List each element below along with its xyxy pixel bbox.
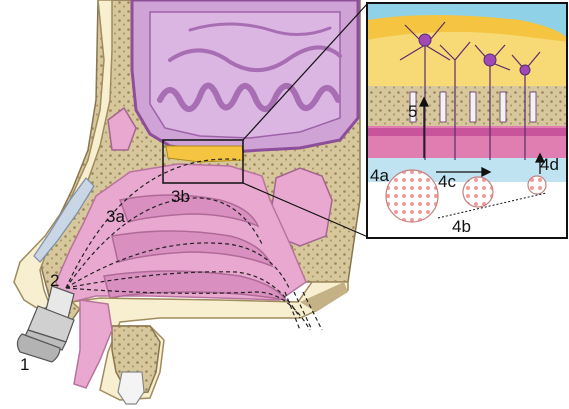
brain [132, 0, 358, 152]
label-path-a: 3a [106, 207, 125, 226]
label-nozzle-tip: 2 [50, 271, 59, 290]
label-transport-d: 4d [540, 155, 559, 174]
nanoparticle-icon [528, 176, 546, 194]
label-device: 1 [20, 355, 29, 374]
label-neuron-route: 5 [408, 102, 417, 121]
label-transport-c: 4c [438, 172, 456, 191]
label-path-b: 3b [171, 187, 190, 206]
label-epithelium: 4a [370, 166, 389, 185]
nanoparticle-icon [386, 170, 438, 222]
olfactory-bulb [166, 146, 244, 162]
label-particle-sizes: 4b [452, 217, 471, 236]
nanoparticle-icon [463, 177, 493, 207]
